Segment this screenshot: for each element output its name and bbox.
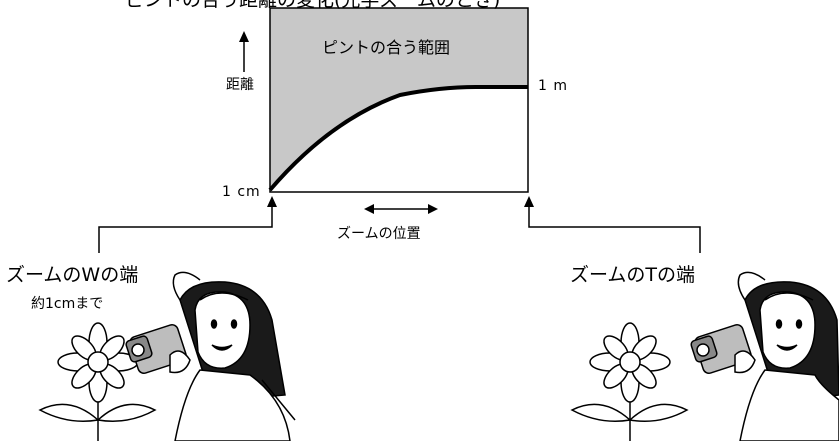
distance-arrow xyxy=(239,31,249,72)
diagram-title: ピントの合う距離の変化(光学ズームのとき) xyxy=(125,0,501,11)
zoom-position-label: ズームの位置 xyxy=(337,226,421,242)
focus-graph xyxy=(268,7,529,193)
focus-range-label: ピントの合う範囲 xyxy=(322,38,451,57)
zoom-position-arrow xyxy=(364,204,438,214)
wide-end-note: 約1cmまで xyxy=(31,296,104,312)
distance-axis-label: 距離 xyxy=(226,77,254,93)
flower-illustration-left xyxy=(38,322,157,441)
tele-end-connector xyxy=(524,196,701,253)
tele-end-label: ズームのTの端 xyxy=(570,264,696,286)
girl-with-camcorder-illustration-right xyxy=(690,271,839,442)
focus-range-area xyxy=(270,8,528,190)
flower-illustration-right xyxy=(570,322,689,441)
wide-end-connector xyxy=(98,196,277,253)
max-distance-label: 1 m xyxy=(538,78,568,94)
graph-frame xyxy=(269,7,529,193)
girl-with-camcorder-illustration-left xyxy=(125,271,296,442)
wide-end-label: ズームのWの端 xyxy=(6,264,139,286)
focus-distance-curve xyxy=(268,85,528,192)
min-distance-label: 1 cm xyxy=(222,184,261,200)
